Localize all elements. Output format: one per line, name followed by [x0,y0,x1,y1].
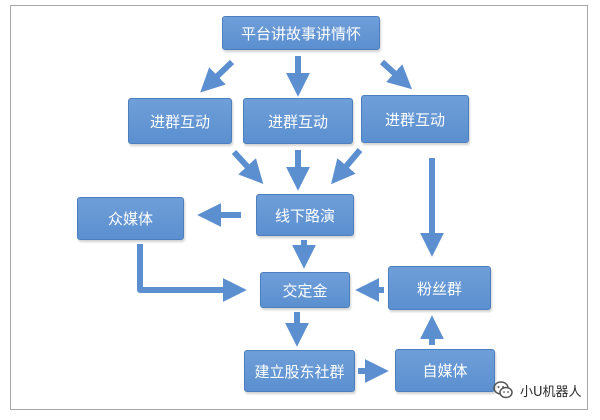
node-platform-story: 平台讲故事讲情怀 [222,16,380,50]
watermark: 小U机器人 [492,378,582,402]
node-join-group-3: 进群互动 [361,95,469,143]
arrow-media-to-deposit [137,244,247,302]
diagram-frame [10,5,588,410]
node-pay-deposit: 交定金 [260,272,350,308]
node-join-group-1: 进群互动 [128,98,232,144]
node-shareholder-community: 建立股东社群 [244,350,355,392]
node-fan-group: 粉丝群 [388,266,491,310]
node-self-media: 自媒体 [395,349,495,392]
arrow-top-to-group3 [379,59,412,90]
arrow-group1-to-roadshow [231,149,264,184]
arrow-top-to-group1 [200,59,235,93]
node-offline-roadshow: 线下路演 [256,194,354,236]
node-join-group-2: 进群互动 [243,98,353,144]
watermark-text: 小U机器人 [520,384,582,400]
node-crowd-media: 众媒体 [77,197,184,240]
arrow-group3-to-roadshow [331,148,363,185]
wechat-icon [493,381,513,399]
